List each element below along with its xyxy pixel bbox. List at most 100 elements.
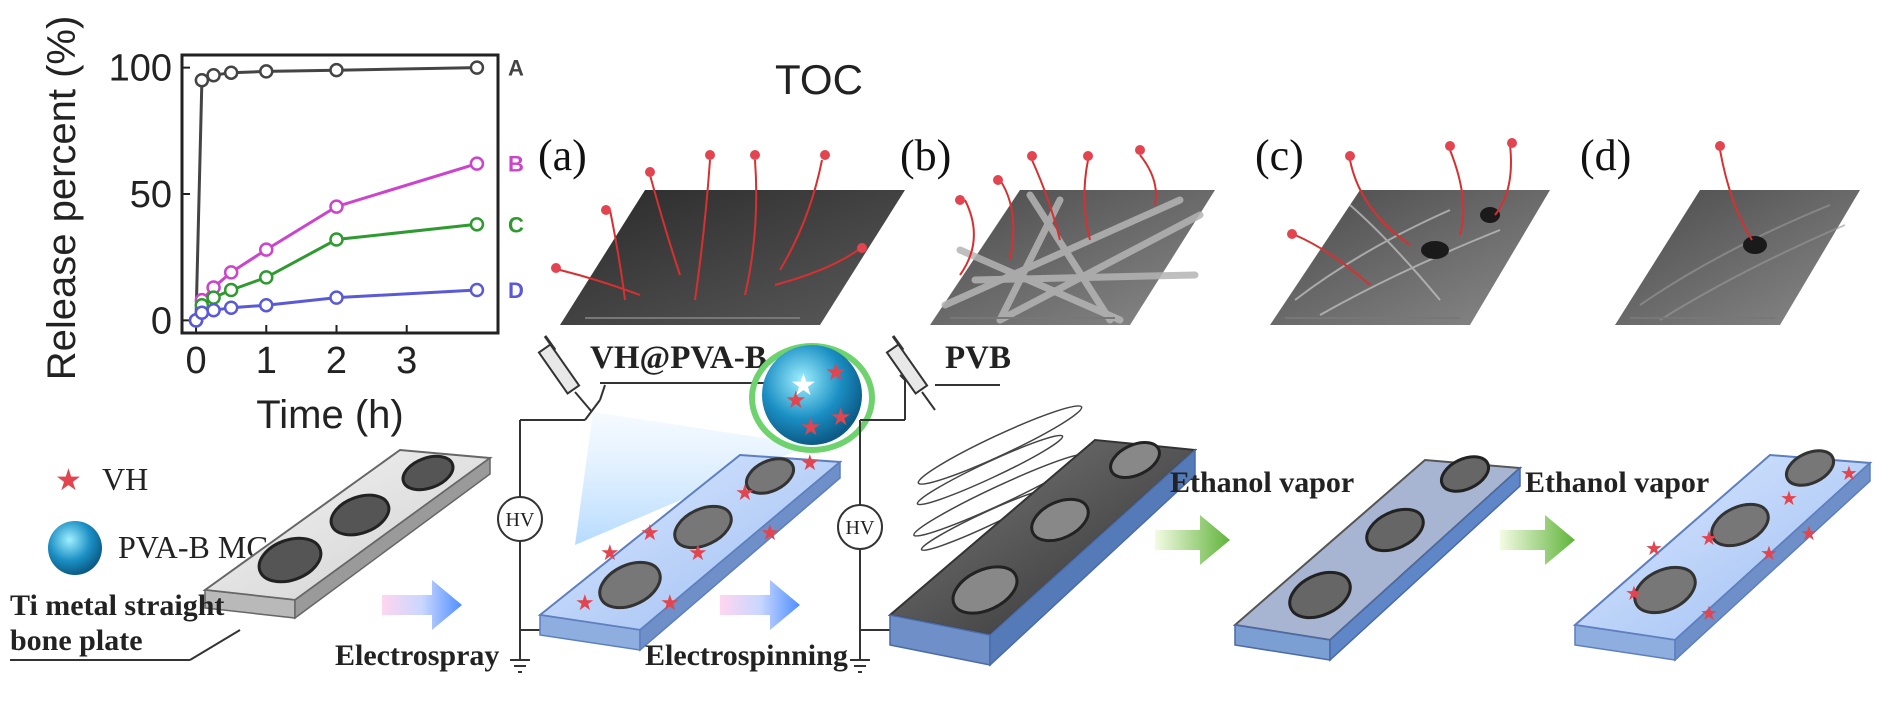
pva-b-mg-sphere: ★★★★ ★ bbox=[749, 343, 875, 453]
y-tick-label: 100 bbox=[109, 48, 172, 90]
data-point-D bbox=[259, 297, 274, 313]
toc-label: TOC bbox=[775, 56, 863, 103]
data-point-A bbox=[194, 73, 210, 88]
chart-xlabel: Time (h) bbox=[256, 393, 403, 437]
electrospinning-label: Electrospinning bbox=[645, 639, 848, 672]
electrospray-label: Electrospray bbox=[335, 639, 499, 672]
data-point-C bbox=[223, 282, 239, 298]
svg-text:★: ★ bbox=[640, 520, 660, 545]
panel-label-d: (d) bbox=[1580, 131, 1631, 180]
svg-text:★: ★ bbox=[800, 450, 820, 475]
x-tick-label: 3 bbox=[396, 340, 417, 382]
series-line-A bbox=[194, 66, 477, 321]
ethanol-vapor-arrow-1: Ethanol vapor bbox=[1155, 466, 1354, 565]
svg-text:★: ★ bbox=[575, 590, 595, 615]
svg-text:★: ★ bbox=[1700, 528, 1718, 550]
panel-label-c: (c) bbox=[1255, 131, 1304, 180]
data-point-D bbox=[194, 305, 210, 321]
series-label-A: A bbox=[508, 56, 524, 81]
ethanol-treated-plate-1 bbox=[1232, 455, 1523, 662]
svg-text:★: ★ bbox=[785, 387, 807, 414]
y-tick-label: 50 bbox=[130, 174, 172, 216]
spray-cone bbox=[575, 412, 810, 545]
svg-text:★: ★ bbox=[1760, 543, 1778, 565]
legend-vh: VH bbox=[102, 461, 148, 497]
sem-panel-b: (b) bbox=[900, 131, 1215, 325]
svg-text:★: ★ bbox=[660, 590, 680, 615]
series-label-D: D bbox=[508, 278, 524, 303]
x-tick-label: 0 bbox=[185, 340, 206, 382]
plate-label-line1: Ti metal straight bbox=[10, 589, 224, 622]
hv-label-2: HV bbox=[846, 517, 875, 539]
svg-text:★: ★ bbox=[1840, 463, 1858, 485]
data-point-B bbox=[259, 242, 274, 257]
sem-panel-c: (c) bbox=[1255, 131, 1550, 325]
series-label-B: B bbox=[508, 152, 524, 177]
legend-mgs-sphere bbox=[48, 521, 102, 575]
data-point-D bbox=[469, 282, 485, 298]
svg-text:★: ★ bbox=[735, 480, 755, 505]
data-point-A bbox=[469, 60, 485, 75]
hv-circuit-2 bbox=[850, 374, 1000, 673]
vhpvab-label: VH@PVA-B bbox=[590, 340, 767, 376]
syringe-icon-1 bbox=[537, 335, 593, 413]
data-point-C bbox=[329, 232, 344, 247]
data-point-D bbox=[206, 303, 221, 318]
electrospray-arrow: Electrospray bbox=[335, 580, 499, 672]
legend-vh-star: ★ bbox=[55, 464, 82, 497]
panel-label-b: (b) bbox=[900, 131, 951, 180]
data-point-A bbox=[259, 64, 274, 79]
svg-text:★: ★ bbox=[790, 369, 817, 402]
svg-text:★: ★ bbox=[1625, 583, 1643, 605]
svg-text:★: ★ bbox=[1700, 603, 1718, 625]
sem-image-d bbox=[1615, 190, 1860, 325]
data-point-C bbox=[259, 270, 274, 285]
data-point-B bbox=[469, 156, 485, 171]
sem-image-c bbox=[1270, 190, 1550, 325]
data-point-A bbox=[329, 62, 344, 78]
svg-text:★: ★ bbox=[1800, 523, 1818, 545]
panel-label-a: (a) bbox=[538, 131, 587, 180]
svg-text:★: ★ bbox=[688, 540, 708, 565]
plate-label-line2: bone plate bbox=[10, 624, 143, 657]
data-point-B bbox=[329, 199, 344, 214]
hv-source-1 bbox=[497, 496, 543, 542]
data-point-A bbox=[223, 65, 239, 80]
y-tick-label: 0 bbox=[151, 300, 172, 342]
legend: ★ VH PVA-B MGs bbox=[48, 461, 282, 575]
data-point-B bbox=[223, 265, 239, 280]
svg-text:★: ★ bbox=[1780, 488, 1798, 510]
fiber-coated-plate bbox=[887, 438, 1198, 667]
svg-text:★: ★ bbox=[1645, 538, 1663, 560]
electrospinning-arrow: Electrospinning bbox=[645, 580, 848, 672]
ti-plate: Ti metal straight bone plate bbox=[10, 448, 493, 661]
data-point-C bbox=[206, 290, 221, 305]
data-point-A bbox=[206, 67, 221, 83]
x-tick-label: 2 bbox=[326, 340, 347, 382]
vh-pvab-coated-plate: ★★★ ★★★ ★★ bbox=[537, 450, 843, 652]
svg-text:★: ★ bbox=[600, 540, 620, 565]
sem-panel-a: (a) bbox=[538, 131, 905, 325]
ethanol-label-2: Ethanol vapor bbox=[1525, 466, 1709, 499]
hv-source-2 bbox=[837, 504, 883, 550]
svg-text:★: ★ bbox=[825, 359, 847, 386]
syringe-icon-2 bbox=[885, 335, 936, 411]
data-point-C bbox=[469, 217, 485, 232]
ethanol-treated-plate-2: ★★★ ★★★ ★★ bbox=[1572, 449, 1873, 662]
chart-ylabel: Release percent (%) bbox=[40, 16, 84, 381]
ethanol-label-1: Ethanol vapor bbox=[1170, 466, 1354, 499]
series-label-C: C bbox=[508, 212, 524, 237]
hv-label-1: HV bbox=[506, 509, 535, 531]
sem-image-a bbox=[560, 190, 905, 325]
data-point-D bbox=[329, 290, 344, 305]
sem-panel-d: (d) bbox=[1580, 131, 1860, 325]
data-point-D bbox=[223, 300, 239, 315]
svg-text:★: ★ bbox=[830, 404, 852, 431]
release-chart: 0 1 2 3 0 50 100 A B C D Release percent (%) Time… bbox=[40, 16, 524, 437]
svg-text:★: ★ bbox=[800, 414, 822, 441]
ethanol-vapor-arrow-2: Ethanol vapor bbox=[1500, 466, 1709, 565]
pvb-label: PVB bbox=[945, 340, 1011, 376]
x-tick-label: 1 bbox=[256, 340, 277, 382]
svg-text:★: ★ bbox=[760, 520, 780, 545]
